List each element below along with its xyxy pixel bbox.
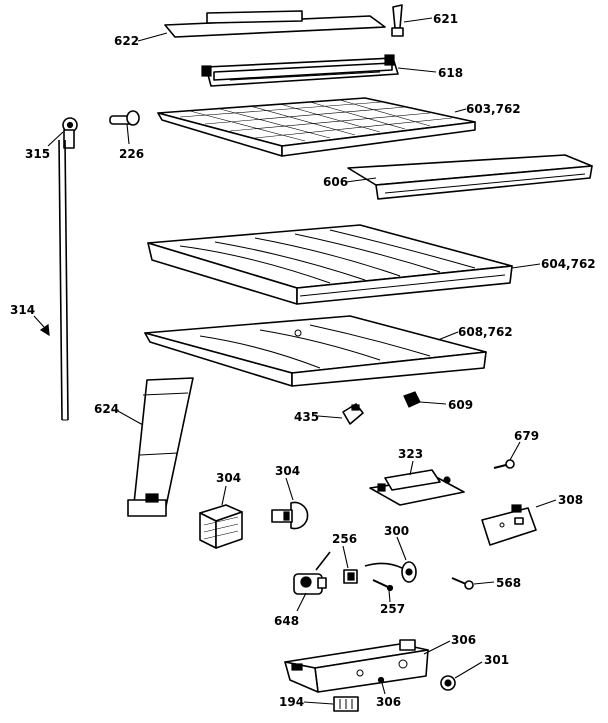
part-226-plug [109, 110, 140, 126]
label-606: 606 [323, 175, 348, 189]
leader-306a [423, 640, 451, 655]
label-679: 679 [514, 429, 539, 443]
leader-315 [47, 131, 64, 147]
leader-226 [126, 123, 130, 145]
label-618: 618 [438, 66, 463, 80]
part-257-screw [372, 579, 394, 592]
label-304a: 304 [216, 471, 241, 485]
part-679-screw [493, 459, 515, 469]
label-621: 621 [433, 12, 458, 26]
part-608-tray [144, 315, 487, 387]
label-624: 624 [94, 402, 119, 416]
leader-194 [303, 701, 334, 705]
part-315-hinge-rod [58, 117, 78, 421]
leader-618 [397, 67, 437, 73]
leader-648 [296, 592, 307, 612]
leader-304b [285, 477, 294, 501]
leader-624 [115, 409, 144, 426]
leader-308 [535, 499, 557, 508]
leader-323 [409, 460, 414, 476]
label-314: 314 [10, 303, 35, 317]
part-256-holder [343, 569, 358, 584]
part-603-shelf [157, 97, 476, 157]
label-603: 603,762 [466, 102, 521, 116]
part-609-clip [403, 391, 421, 408]
label-308: 308 [558, 493, 583, 507]
part-194-terminal [333, 696, 359, 712]
label-257: 257 [380, 602, 405, 616]
label-609: 609 [448, 398, 473, 412]
leader-622 [137, 32, 168, 42]
part-624-panel [127, 377, 194, 517]
part-304-switch-box [199, 504, 243, 549]
part-435-clip [342, 403, 364, 425]
label-648: 648 [274, 614, 299, 628]
label-300: 300 [384, 524, 409, 538]
leader-621 [403, 17, 433, 23]
leader-257 [388, 589, 391, 603]
leader-568 [473, 581, 495, 585]
leader-435 [317, 415, 343, 419]
part-604-tray [147, 224, 513, 305]
label-604: 604,762 [541, 257, 596, 271]
part-300-socket [364, 561, 417, 583]
leader-679 [509, 441, 521, 461]
label-622: 622 [114, 34, 139, 48]
leader-609 [419, 401, 447, 405]
part-618-bracket [201, 54, 399, 87]
label-435: 435 [294, 410, 319, 424]
label-194: 194 [279, 695, 304, 709]
leader-604 [511, 263, 541, 269]
leader-608 [437, 331, 459, 341]
label-304b: 304 [275, 464, 300, 478]
part-568-screw [451, 577, 474, 590]
label-226: 226 [119, 147, 144, 161]
label-568: 568 [496, 576, 521, 590]
part-606-cover [347, 154, 593, 200]
part-306-screw [377, 676, 385, 684]
leader-306b [381, 682, 386, 695]
part-323-thermostat [369, 469, 465, 506]
leader-314 [33, 315, 45, 328]
part-648-timer [293, 551, 331, 595]
leader-256 [342, 545, 349, 569]
leader-304a [221, 485, 227, 506]
part-306-housing [284, 639, 429, 693]
part-622-cover-plate [164, 10, 386, 38]
label-323: 323 [398, 447, 423, 461]
leader-606 [345, 177, 377, 183]
label-315: 315 [25, 147, 50, 161]
part-301-knob [440, 675, 456, 691]
leader-301 [454, 661, 483, 679]
part-304-knob [271, 501, 309, 530]
part-314-pin [39, 323, 50, 337]
label-306b: 306 [376, 695, 401, 709]
label-301: 301 [484, 653, 509, 667]
leader-603 [454, 108, 467, 113]
label-306a: 306 [451, 633, 476, 647]
label-608: 608,762 [458, 325, 513, 339]
leader-300 [396, 536, 407, 561]
part-308-bracket [481, 504, 537, 546]
part-621-socket [391, 4, 404, 37]
label-256: 256 [332, 532, 357, 546]
